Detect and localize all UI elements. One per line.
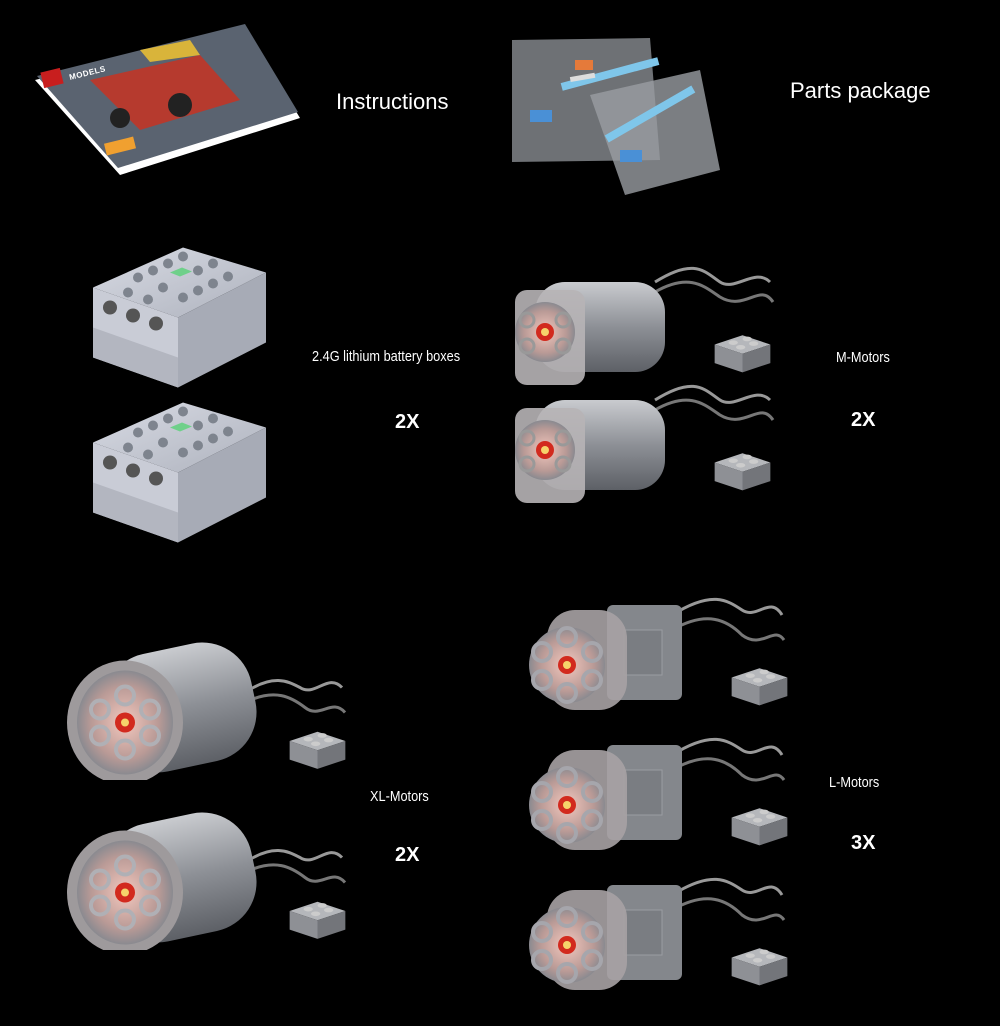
xl-motor-image xyxy=(67,633,345,784)
l-motors-quantity: 3X xyxy=(851,832,876,854)
m-motors-label: M-Motors xyxy=(836,349,890,366)
instructions-label: Instructions xyxy=(336,89,449,114)
m-motors-quantity: 2X xyxy=(851,409,876,431)
parts-package-image xyxy=(512,38,720,195)
battery-box-quantity: 2X xyxy=(395,411,420,433)
xl-motor-image xyxy=(67,803,345,954)
m-motor-image xyxy=(515,386,773,503)
m-motor-image xyxy=(515,268,773,385)
xl-motors-label: XL-Motors xyxy=(370,788,429,805)
parts-package-label: Parts package xyxy=(790,78,931,103)
battery-box-label: 2.4G lithium battery boxes xyxy=(312,348,461,365)
l-motor-image xyxy=(529,739,787,850)
instruction-manual-image: MODELS xyxy=(35,24,300,175)
l-motors-label: L-Motors xyxy=(829,774,880,791)
l-motor-image xyxy=(529,599,787,710)
l-motor-image xyxy=(529,879,787,990)
battery-box-image xyxy=(93,402,266,543)
xl-motors-quantity: 2X xyxy=(395,844,420,866)
battery-box-image xyxy=(93,247,266,388)
